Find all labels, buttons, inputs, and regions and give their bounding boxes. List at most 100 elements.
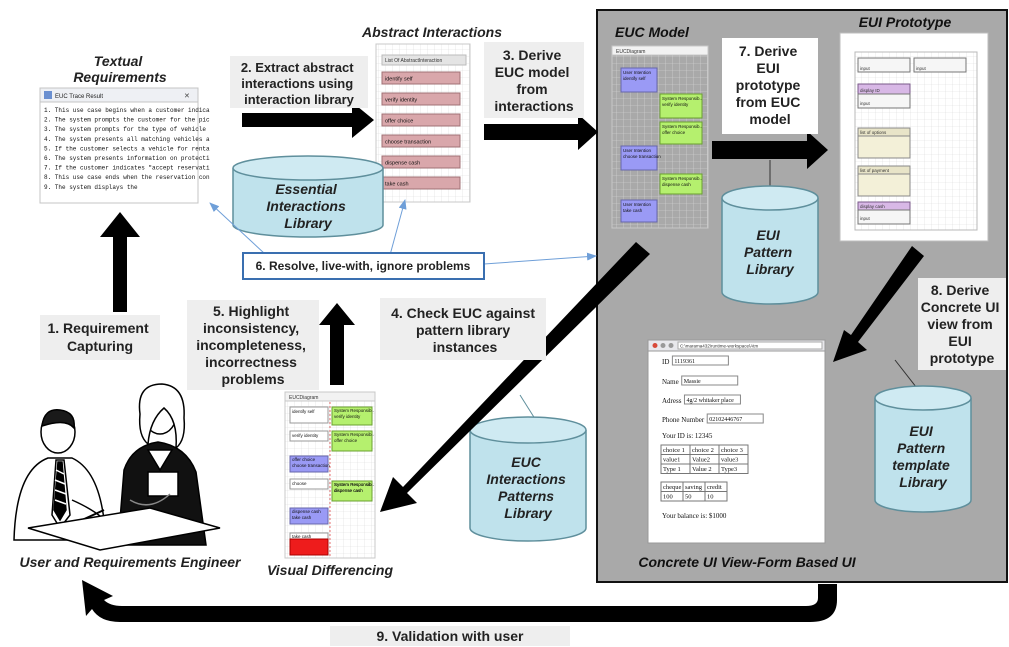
- step3-line1: 3. Derive: [503, 47, 562, 63]
- arrow-step-5: [319, 303, 355, 385]
- template-lib-line3: template: [892, 457, 950, 473]
- diff-system-label: dispense cash: [334, 488, 363, 493]
- flow-arrows: [82, 102, 924, 622]
- step2-line1: 2. Extract abstract: [241, 60, 354, 75]
- diff-user-label: take cash: [292, 515, 312, 520]
- concrete-input[interactable]: [681, 375, 739, 386]
- abstract-item-box: [381, 71, 461, 85]
- eui-lib-line2: Pattern: [744, 244, 792, 260]
- concrete-input-value: 4g/2 whitaker place: [686, 398, 734, 404]
- step-8-box: [918, 278, 1006, 370]
- proto-input-label-4: input: [860, 216, 871, 221]
- svg-text:1. Requirement Capturing: 1. Requirement Capturing: [47, 320, 152, 354]
- euc-lib-line2: Interactions: [486, 471, 566, 487]
- minimize-dot-icon[interactable]: [660, 343, 666, 348]
- euc-lib-line4: Library: [504, 505, 553, 521]
- system-box-1: [659, 93, 703, 119]
- concrete-table-cell: Value2: [692, 457, 710, 464]
- euc-user-3: User Intention: [623, 202, 652, 207]
- trace-line: 5. If the customer selects a vehicle for…: [44, 145, 210, 152]
- concrete-table-cell: value3: [721, 457, 738, 464]
- concrete-table-cell: saving: [685, 484, 703, 491]
- close-dot-icon[interactable]: [652, 343, 658, 348]
- concrete-your-id: Your ID is: 12345: [662, 432, 713, 440]
- concrete-input[interactable]: [671, 355, 729, 366]
- arrow-step-3: [484, 114, 598, 150]
- diff-system-label: System Responsib..: [334, 482, 374, 487]
- abstract-item-label: verify identity: [385, 98, 417, 104]
- step7-line4: from EUC: [736, 94, 801, 110]
- svg-text:Textual Requirements: Textual Requirements: [73, 53, 167, 85]
- trace-line: 8. This use case ends when the reservati…: [44, 174, 210, 181]
- euc-lib-line1: EUC: [511, 454, 541, 470]
- step2-line3: interaction library: [244, 92, 355, 107]
- title-user-engineer: User and Requirements Engineer: [20, 554, 243, 570]
- diff-system-label: offer choice: [334, 438, 358, 443]
- address-bar-text: C:\marama432\runtime-workspace\Atm: [680, 344, 759, 349]
- template-lib-line2: Pattern: [897, 440, 945, 456]
- step1-line2: Capturing: [67, 338, 133, 354]
- concrete-table-cell: choice 1: [663, 447, 685, 454]
- euc-system-2: System Responsib..: [662, 124, 702, 129]
- eui-lib-line3: Library: [746, 261, 795, 277]
- template-lib-line4: Library: [899, 474, 948, 490]
- system-box-3: [659, 173, 703, 195]
- arrow-step-9: [82, 580, 837, 622]
- proto-input-4: [857, 209, 911, 225]
- concrete-table-cell: credit: [707, 484, 722, 491]
- diff-user-label: choose transaction: [292, 463, 330, 468]
- step-3-box: [484, 42, 584, 118]
- step4-line1: 4. Check EUC against: [391, 305, 535, 321]
- diff-user-label: identify self: [292, 409, 315, 414]
- step3-line3: from: [516, 81, 547, 97]
- concrete-table-cell: Type 1: [663, 466, 681, 473]
- user-engineer-illustration: [13, 383, 221, 551]
- proto-input-3: [857, 93, 911, 109]
- proto-input-2: [913, 57, 967, 73]
- proto-input-1: [857, 57, 911, 73]
- step9-label: 9. Validation with user: [376, 628, 524, 644]
- trace-line: 7. If the customer indicates "accept res…: [44, 165, 210, 172]
- essential-lib-line2: Interactions: [266, 198, 346, 214]
- concrete-input[interactable]: [683, 394, 741, 405]
- abstract-panel-header: List Of AbstractInteraction: [385, 58, 442, 64]
- concrete-field-label: ID: [662, 358, 669, 366]
- eui-prototype-panel: input input display ID input list of opt…: [839, 32, 989, 242]
- trace-line: 1. This use case begins when a customer …: [44, 107, 210, 114]
- concrete-table-cell: Type3: [721, 466, 737, 473]
- concrete-field-label: Phone Number: [662, 416, 705, 424]
- svg-text:4. Check EUC against patte: 4. Check EUC against pattern library ins…: [391, 305, 539, 355]
- window-icon: [44, 91, 52, 99]
- step8-line5: prototype: [930, 350, 995, 366]
- trace-line: 6. The system presents information on pr…: [44, 155, 210, 162]
- euc-box-sub-label: offer choice: [662, 130, 686, 135]
- step-9-box: [330, 626, 570, 646]
- diff-user-label: offer choice: [292, 457, 316, 462]
- title-concrete-ui: Concrete UI View-Form Based UI: [638, 554, 856, 570]
- concrete-input[interactable]: [706, 413, 764, 424]
- essential-lib-line1: Essential: [275, 181, 338, 197]
- maximize-dot-icon[interactable]: [668, 343, 674, 348]
- address-bar[interactable]: [677, 341, 823, 350]
- concrete-table-cell: 100: [663, 494, 673, 501]
- close-icon[interactable]: ✕: [184, 93, 190, 100]
- textual-requirements-window: EUC Trace Result ✕ 1. This use case begi…: [39, 87, 210, 204]
- step7-line2: EUI: [756, 60, 779, 76]
- abstract-item-box: [381, 155, 461, 169]
- euc-lib-line3: Patterns: [498, 488, 554, 504]
- concrete-field-label: Adress: [662, 397, 682, 405]
- step8-line3: view from: [927, 316, 992, 332]
- euc-box-sub-label: dispense cash: [662, 182, 691, 187]
- euc-panel-title: EUCDiagram: [616, 49, 645, 55]
- euc-user-1: User Intention: [623, 70, 652, 75]
- svg-text:System Responsib..dispense cas: System Responsib..dispense cash: [662, 176, 702, 187]
- title-textual-1: Textual: [94, 53, 144, 69]
- step3-line2: EUC model: [495, 64, 570, 80]
- proto-label-options: list of options: [860, 130, 887, 135]
- trace-line: 4. The system presents all matching vehi…: [44, 136, 210, 143]
- svg-text:7. Derive EUI prototyp: 7. Derive EUI prototype from EUC model: [736, 43, 804, 127]
- title-textual-2: Requirements: [73, 69, 167, 85]
